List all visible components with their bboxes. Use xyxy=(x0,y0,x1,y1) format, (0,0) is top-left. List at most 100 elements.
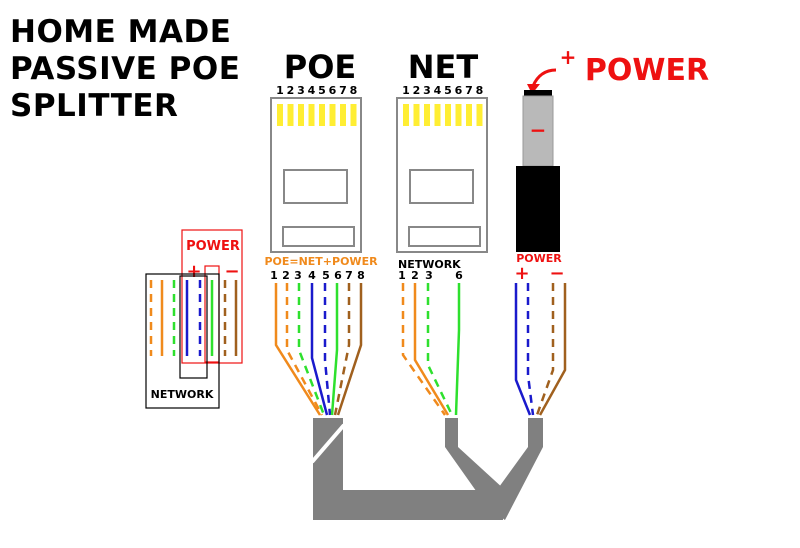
power-wire-brown xyxy=(538,283,567,416)
poe-contact-1 xyxy=(277,104,283,126)
power-arrow-head xyxy=(527,84,540,94)
power-minus-label: − xyxy=(549,263,564,284)
poe-pin-number-3: 3 xyxy=(297,84,305,97)
power-caption: POWER xyxy=(516,252,562,265)
poe-wire-3-stripe xyxy=(297,283,326,416)
net-wire-number-2: 2 xyxy=(411,269,419,282)
inset-pinout: POWER + − NETWORK xyxy=(145,229,243,409)
poe-pin-number-7: 7 xyxy=(339,84,347,97)
net-pin-number-3: 3 xyxy=(423,84,431,97)
net-plug-window xyxy=(409,169,474,204)
power-wire-blue xyxy=(514,283,532,416)
poe-wire-number-5: 5 xyxy=(322,269,330,282)
net-wire-2 xyxy=(413,283,450,416)
net-pin-number-7: 7 xyxy=(465,84,473,97)
poe-wire-6 xyxy=(330,283,339,416)
title-line-2: PASSIVE POE xyxy=(10,51,241,87)
net-label: NET xyxy=(408,48,479,86)
poe-wire-8 xyxy=(336,283,363,416)
net-contact-7 xyxy=(466,104,472,126)
power-connector: POWER + − POWER + − xyxy=(514,45,709,284)
poe-contact-3 xyxy=(298,104,304,126)
poe-wire-4 xyxy=(310,283,329,416)
net-pin-number-1: 1 xyxy=(402,84,410,97)
poe-pin-number-1: 1 xyxy=(276,84,284,97)
poe-wire-number-3: 3 xyxy=(294,269,302,282)
title-line-3: SPLITTER xyxy=(10,88,179,124)
poe-wire-number-4: 4 xyxy=(308,269,316,282)
poe-label: POE xyxy=(284,48,357,86)
poe-contact-5 xyxy=(319,104,325,126)
net-pin-number-5: 5 xyxy=(444,84,452,97)
poe-pin-number-6: 6 xyxy=(329,84,337,97)
poe-contact-4 xyxy=(308,104,315,126)
poe-wire-2-stripe xyxy=(285,283,324,416)
poe-plug-window xyxy=(283,169,348,204)
poe-pin-number-8: 8 xyxy=(350,84,358,97)
net-pin-number-6: 6 xyxy=(455,84,463,97)
net-wire-number-1: 1 xyxy=(398,269,406,282)
net-contact-3 xyxy=(424,104,430,126)
net-wire-6 xyxy=(454,283,461,416)
inset-network-box xyxy=(145,273,220,409)
power-plus-label: + xyxy=(514,263,529,284)
inset-minus: − xyxy=(224,261,239,282)
inset-network-inner-box xyxy=(179,275,208,379)
inset-power-box xyxy=(181,229,243,364)
net-pin-number-4: 4 xyxy=(434,84,442,97)
inset-power-label: POWER xyxy=(186,239,240,254)
power-plug-tip xyxy=(524,90,552,96)
net-plug-latch xyxy=(408,226,481,247)
poe-wire-number-8: 8 xyxy=(357,269,365,282)
power-wire-blue-stripe xyxy=(526,283,535,416)
title-line-1: HOME MADE xyxy=(10,14,232,50)
poe-pin-number-5: 5 xyxy=(318,84,326,97)
poe-wire-7-stripe xyxy=(333,283,351,416)
poe-wire-5-stripe xyxy=(323,283,332,416)
inset-network-label: NETWORK xyxy=(151,388,214,401)
power-wires xyxy=(514,283,567,416)
net-caption: NETWORK xyxy=(398,258,461,271)
poe-contacts xyxy=(277,104,357,126)
power-arrow-curve xyxy=(531,68,557,87)
power-label: POWER xyxy=(585,53,709,88)
poe-pin-number-2: 2 xyxy=(287,84,295,97)
poe-wire-number-2: 2 xyxy=(282,269,290,282)
poe-pin-number-4: 4 xyxy=(308,84,316,97)
net-contacts xyxy=(403,104,483,126)
poe-contact-6 xyxy=(329,104,336,126)
net-contact-6 xyxy=(455,104,462,126)
poe-wire-number-6: 6 xyxy=(334,269,342,282)
poe-wire-number-7: 7 xyxy=(345,269,353,282)
net-wire-number-3: 3 xyxy=(425,269,433,282)
cable-branch-net xyxy=(445,418,505,520)
cable-branch-power xyxy=(486,418,543,520)
net-contact-8 xyxy=(476,104,483,126)
poe-caption: POE=NET+POWER xyxy=(264,255,378,268)
power-plus-sign: + xyxy=(560,45,577,69)
poe-wire-1 xyxy=(274,283,322,416)
power-barrel-minus: − xyxy=(530,118,547,142)
net-contact-2 xyxy=(413,104,420,126)
net-contact-5 xyxy=(445,104,451,126)
cable-cut-mark xyxy=(310,423,346,464)
cable-bottom-run xyxy=(313,490,503,520)
net-pin-number-2: 2 xyxy=(413,84,421,97)
power-wire-brown-stripe xyxy=(535,283,555,416)
net-contact-1 xyxy=(403,104,409,126)
power-plug-body xyxy=(516,166,560,252)
inset-plus: + xyxy=(186,261,201,282)
poe-contact-8 xyxy=(350,104,357,126)
poe-wire-number-1: 1 xyxy=(270,269,278,282)
net-contact-4 xyxy=(434,104,441,126)
poe-contact-2 xyxy=(287,104,294,126)
net-wires xyxy=(401,283,461,416)
poe-wires xyxy=(274,283,363,416)
